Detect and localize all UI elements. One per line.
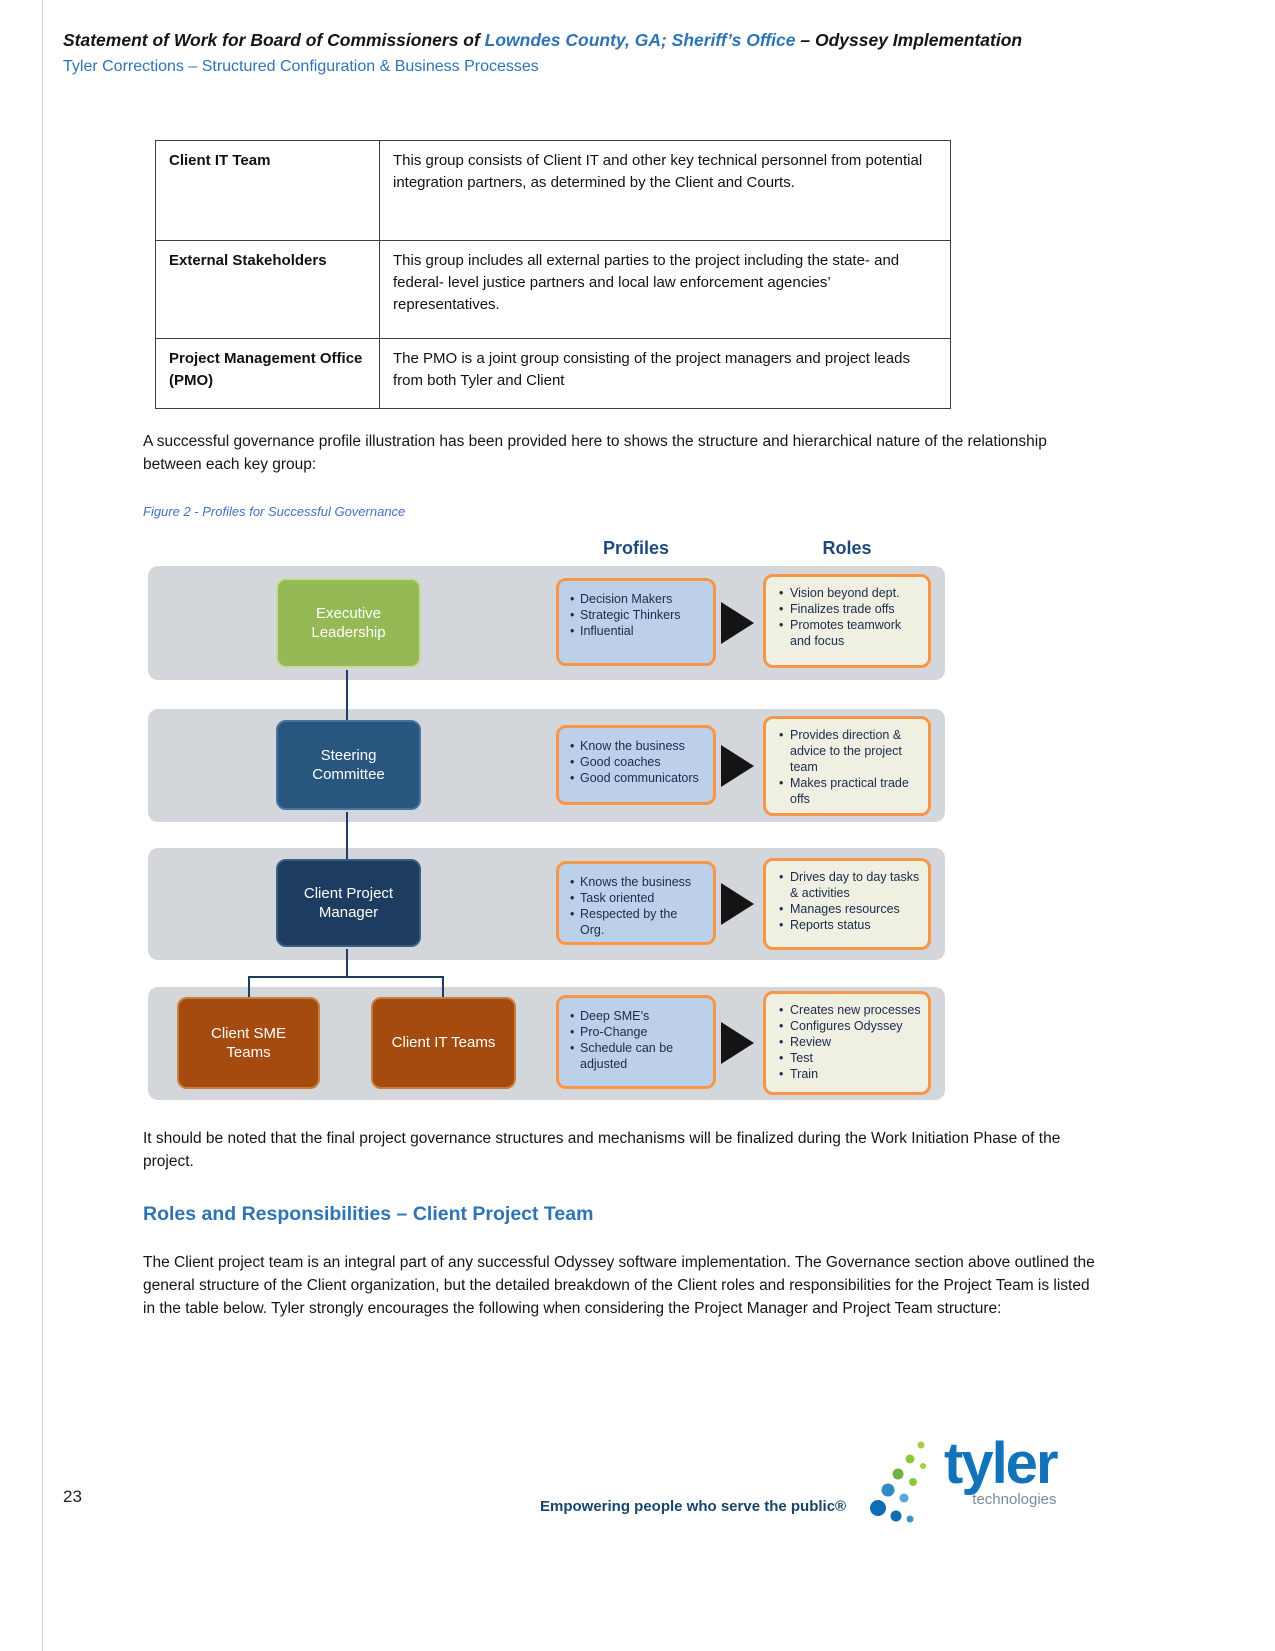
bullet-item: Decision Makers — [569, 591, 705, 607]
bullet-item: Respected by the Org. — [569, 906, 705, 938]
tyler-logo-words: tyler technologies — [944, 1431, 1059, 1509]
bullet-item: Train — [776, 1066, 922, 1082]
arrow-right-icon — [721, 602, 754, 644]
connector-line — [248, 976, 250, 997]
body-paragraph: The Client project team is an integral p… — [143, 1254, 1095, 1317]
definition-cell: This group includes all external parties… — [379, 240, 951, 339]
roles-bullet-list: Drives day to day tasks & activities Man… — [776, 869, 922, 933]
tyler-logo-dots-icon — [870, 1441, 926, 1523]
bullet-item: Knows the business — [569, 874, 705, 890]
bullet-item: Reports status — [776, 917, 922, 933]
org-box-label: Steering Committee — [312, 746, 385, 784]
roles-box: Drives day to day tasks & activities Man… — [763, 858, 931, 950]
profiles-box: Knows the business Task oriented Respect… — [556, 861, 716, 945]
tyler-logo-subtext: technologies — [972, 1491, 1057, 1509]
org-box-client-sme-teams: Client SME Teams — [177, 997, 320, 1089]
bullet-item: Vision beyond dept. — [776, 585, 922, 601]
bullet-item: Provides direction & advice to the proje… — [776, 727, 922, 775]
org-box-client-project-manager: Client Project Manager — [276, 859, 421, 947]
figure-column-header-roles: Roles — [822, 538, 872, 558]
profiles-bullet-list: Deep SME’s Pro-Change Schedule can be ad… — [569, 1008, 705, 1072]
arrow-right-icon — [721, 745, 754, 787]
table-row: Client IT Team This group consists of Cl… — [155, 140, 951, 241]
profiles-box: Decision Makers Strategic Thinkers Influ… — [556, 578, 716, 666]
arrow-right-icon — [721, 883, 754, 925]
title-highlight: Lowndes County, GA; Sheriff’s Office — [484, 30, 796, 50]
profiles-box: Deep SME’s Pro-Change Schedule can be ad… — [556, 995, 716, 1089]
section-heading: Roles and Responsibilities – Client Proj… — [143, 1203, 594, 1225]
connector-line — [442, 976, 444, 997]
org-box-executive-leadership: Executive Leadership — [276, 578, 421, 668]
bullet-item: Schedule can be adjusted — [569, 1040, 705, 1072]
roles-bullet-list: Provides direction & advice to the proje… — [776, 727, 922, 807]
profiles-bullet-list: Know the business Good coaches Good comm… — [569, 738, 705, 786]
org-box-label: Executive Leadership — [311, 604, 386, 642]
bullet-item: Promotes teamwork and focus — [776, 617, 922, 649]
table-row: External Stakeholders This group include… — [155, 240, 951, 339]
bullet-item: Configures Odyssey — [776, 1018, 922, 1034]
bullet-item: Strategic Thinkers — [569, 607, 705, 623]
left-margin-line — [42, 0, 43, 1651]
tyler-logo: tyler technologies — [860, 1428, 1059, 1528]
bullet-item: Makes practical trade offs — [776, 775, 922, 807]
definition-cell: This group consists of Client IT and oth… — [379, 140, 951, 241]
bullet-item: Finalizes trade offs — [776, 601, 922, 617]
bullet-item: Pro-Change — [569, 1024, 705, 1040]
bullet-item: Review — [776, 1034, 922, 1050]
term-cell: External Stakeholders — [155, 240, 380, 339]
title-suffix: – Odyssey Implementation — [795, 30, 1023, 50]
org-box-label: Client SME Teams — [210, 1024, 287, 1062]
bullet-item: Deep SME’s — [569, 1008, 705, 1024]
profiles-bullet-list: Decision Makers Strategic Thinkers Influ… — [569, 591, 705, 639]
bullet-item: Influential — [569, 623, 705, 639]
document-subtitle: Tyler Corrections – Structured Configura… — [63, 58, 539, 75]
bullet-item: Know the business — [569, 738, 705, 754]
roles-bullet-list: Vision beyond dept. Finalizes trade offs… — [776, 585, 922, 649]
tyler-logo-text: tyler — [944, 1431, 1059, 1496]
definition-cell: The PMO is a joint group consisting of t… — [379, 338, 951, 409]
connector-line — [248, 976, 444, 978]
term-cell: Project Management Office (PMO) — [155, 338, 380, 409]
document-header: Statement of Work for Board of Commissio… — [63, 30, 1213, 76]
connector-line — [346, 812, 348, 859]
term-cell: Client IT Team — [155, 140, 380, 241]
connector-line — [346, 670, 348, 720]
footer-tagline: Empowering people who serve the public® — [540, 1498, 847, 1515]
org-box-client-it-teams: Client IT Teams — [371, 997, 516, 1089]
page-number: 23 — [63, 1487, 82, 1506]
profiles-box: Know the business Good coaches Good comm… — [556, 725, 716, 805]
bullet-item: Good communicators — [569, 770, 705, 786]
bullet-item: Task oriented — [569, 890, 705, 906]
bullet-item: Good coaches — [569, 754, 705, 770]
roles-box: Vision beyond dept. Finalizes trade offs… — [763, 574, 931, 668]
glossary-table: Client IT Team This group consists of Cl… — [155, 140, 951, 409]
bullet-item: Drives day to day tasks & activities — [776, 869, 922, 901]
table-row: Project Management Office (PMO) The PMO … — [155, 338, 951, 409]
roles-box: Provides direction & advice to the proje… — [763, 716, 931, 816]
figure-column-header-profiles: Profiles — [602, 538, 670, 558]
note-paragraph: It should be noted that the final projec… — [143, 1130, 1061, 1170]
profiles-bullet-list: Knows the business Task oriented Respect… — [569, 874, 705, 938]
document-title: Statement of Work for Board of Commissio… — [63, 30, 1213, 51]
org-box-steering-committee: Steering Committee — [276, 720, 421, 810]
org-box-label: Client IT Teams — [391, 1034, 496, 1052]
roles-bullet-list: Creates new processes Configures Odyssey… — [776, 1002, 922, 1082]
org-box-label: Client Project Manager — [303, 884, 394, 922]
bullet-item: Test — [776, 1050, 922, 1066]
arrow-right-icon — [721, 1022, 754, 1064]
bullet-item: Creates new processes — [776, 1002, 922, 1018]
bullet-item: Manages resources — [776, 901, 922, 917]
intro-paragraph: A successful governance profile illustra… — [143, 433, 1047, 473]
roles-box: Creates new processes Configures Odyssey… — [763, 991, 931, 1095]
figure-caption: Figure 2 - Profiles for Successful Gover… — [143, 504, 406, 519]
connector-line — [346, 949, 348, 978]
title-prefix: Statement of Work for Board of Commissio… — [63, 30, 485, 50]
